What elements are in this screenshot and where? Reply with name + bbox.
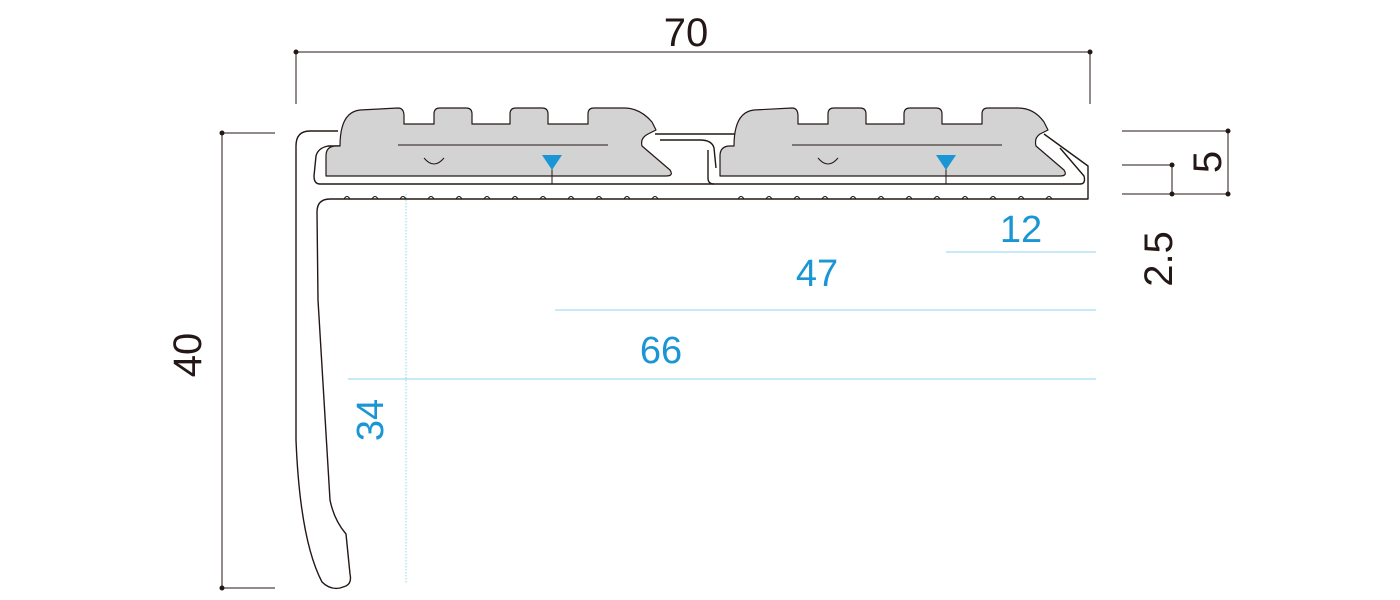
aluminium-profile [295,130,1089,590]
dimension-height: 40 [166,130,275,591]
dimension-thickness: 5 [1122,128,1231,197]
anti-slip-insert-right [719,107,1066,184]
cut-reference-lines [348,194,1096,584]
cut-length-12-label: 12 [1000,209,1042,251]
thickness-label: 5 [1186,151,1230,173]
height-label: 40 [166,333,210,378]
cut-length-47-label: 47 [796,253,838,295]
width-label: 70 [664,11,709,55]
underside-grooves [343,196,1053,200]
anti-slip-insert-left [325,107,672,184]
dimension-width: 70 [293,11,1093,104]
cut-length-34-label: 34 [350,399,392,441]
center-marker-right [936,155,956,170]
cut-length-66-label: 66 [640,330,682,372]
center-marker-left [542,155,562,170]
dimension-lip: 2.5 [1122,162,1181,287]
lip-label: 2.5 [1137,231,1181,287]
